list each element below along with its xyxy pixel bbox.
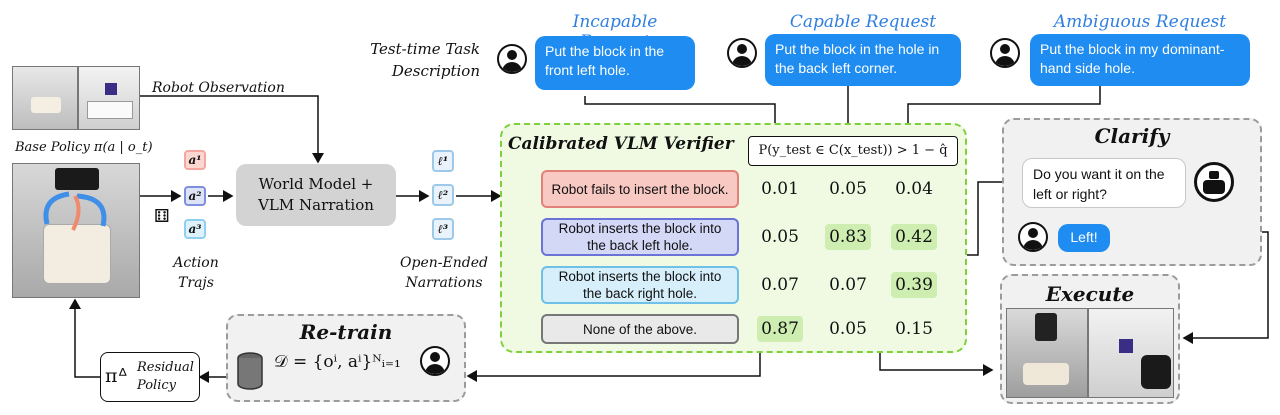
narration-l1: ℓ¹ bbox=[432, 150, 454, 172]
residual-policy-symbol: πᐞ bbox=[105, 365, 128, 387]
action-trajs-line1: Action bbox=[173, 255, 219, 271]
conformal-formula: P(y_test ∈ C(x_test)) > 1 − q̂ bbox=[748, 136, 958, 166]
dice-icon: ⚅ bbox=[154, 206, 170, 227]
robot-icon bbox=[1194, 162, 1234, 202]
ambiguous-request-bubble: Put the block in my dominant-hand side h… bbox=[1030, 34, 1250, 86]
robot-observation-image-left bbox=[12, 66, 78, 130]
robot-observation-label: Robot Observation bbox=[152, 80, 285, 96]
world-model-line1: World Model + bbox=[258, 175, 374, 193]
probability-cell: 0.83 bbox=[825, 224, 871, 250]
action-trajs-label: Action Trajs bbox=[166, 253, 226, 293]
action-trajs-line2: Trajs bbox=[178, 275, 214, 291]
retrain-title: Re-train bbox=[299, 320, 393, 344]
residual-line1: Residual bbox=[137, 360, 194, 375]
residual-line2: Policy bbox=[137, 378, 176, 393]
clarify-question: Do you want it on the left or right? bbox=[1022, 158, 1186, 208]
narration-l2: ℓ² bbox=[432, 184, 454, 206]
probability-cell: 0.87 bbox=[757, 316, 803, 342]
action-a3: a³ bbox=[184, 219, 206, 239]
verifier-option-4: None of the above. bbox=[541, 314, 739, 344]
test-time-task-label: Test-time Task Description bbox=[350, 38, 480, 82]
probability-cell: 0.05 bbox=[829, 319, 867, 339]
verifier-title: Calibrated VLM Verifier bbox=[508, 134, 734, 154]
residual-policy-text: Residual Policy bbox=[137, 359, 194, 395]
probability-cell: 0.01 bbox=[761, 179, 799, 199]
verifier-option-2: Robot inserts the block into the back le… bbox=[541, 218, 739, 256]
database-icon bbox=[236, 352, 264, 390]
execute-image-left bbox=[1006, 308, 1088, 398]
action-a1: a¹ bbox=[184, 150, 206, 170]
user-icon bbox=[497, 44, 527, 74]
capable-request-title: Capable Request bbox=[789, 12, 937, 32]
world-model-vlm-narration-box: World Model + VLM Narration bbox=[236, 164, 396, 226]
open-ended-line1: Open-Ended bbox=[400, 255, 488, 271]
probability-cell: 0.15 bbox=[895, 319, 933, 339]
open-ended-line2: Narrations bbox=[405, 275, 483, 291]
probability-cell: 0.05 bbox=[761, 227, 799, 247]
capable-request-bubble: Put the block in the hole in the back le… bbox=[765, 34, 961, 86]
dataset-formula: 𝒟 = {oⁱ, aⁱ}ᴺᵢ₌₁ bbox=[274, 352, 401, 372]
verifier-option-1: Robot fails to insert the block. bbox=[541, 170, 739, 208]
probability-cell: 0.05 bbox=[829, 179, 867, 199]
probability-cell: 0.42 bbox=[891, 224, 937, 250]
base-policy-image bbox=[12, 163, 140, 298]
clarify-answer-bubble: Left! bbox=[1058, 224, 1110, 252]
residual-policy-box: πᐞ Residual Policy bbox=[100, 352, 200, 402]
user-icon bbox=[727, 38, 757, 68]
base-policy-label: Base Policy π(a | o_t) bbox=[15, 140, 153, 155]
probability-cell: 0.07 bbox=[829, 275, 867, 295]
verifier-option-3: Robot inserts the block into the back ri… bbox=[541, 266, 739, 304]
test-time-label-line1: Test-time Task bbox=[370, 40, 480, 58]
probability-cell: 0.04 bbox=[895, 179, 933, 199]
incapable-request-bubble: Put the block in the front left hole. bbox=[535, 36, 695, 90]
execute-title: Execute bbox=[1045, 282, 1135, 306]
clarify-title: Clarify bbox=[1094, 124, 1170, 148]
action-a2: a² bbox=[184, 186, 206, 206]
ambiguous-request-title: Ambiguous Request bbox=[1053, 12, 1227, 32]
narration-l3: ℓ³ bbox=[432, 218, 454, 240]
robot-observation-image-right bbox=[78, 66, 140, 130]
user-icon bbox=[1018, 222, 1048, 252]
probability-cell: 0.07 bbox=[761, 275, 799, 295]
execute-image-right bbox=[1088, 308, 1174, 398]
probability-cell: 0.39 bbox=[891, 272, 937, 298]
user-icon bbox=[990, 38, 1020, 68]
user-icon bbox=[420, 346, 450, 376]
open-ended-narrations-label: Open-Ended Narrations bbox=[396, 253, 492, 293]
world-model-line2: VLM Narration bbox=[258, 196, 374, 214]
test-time-label-line2: Description bbox=[391, 62, 480, 80]
